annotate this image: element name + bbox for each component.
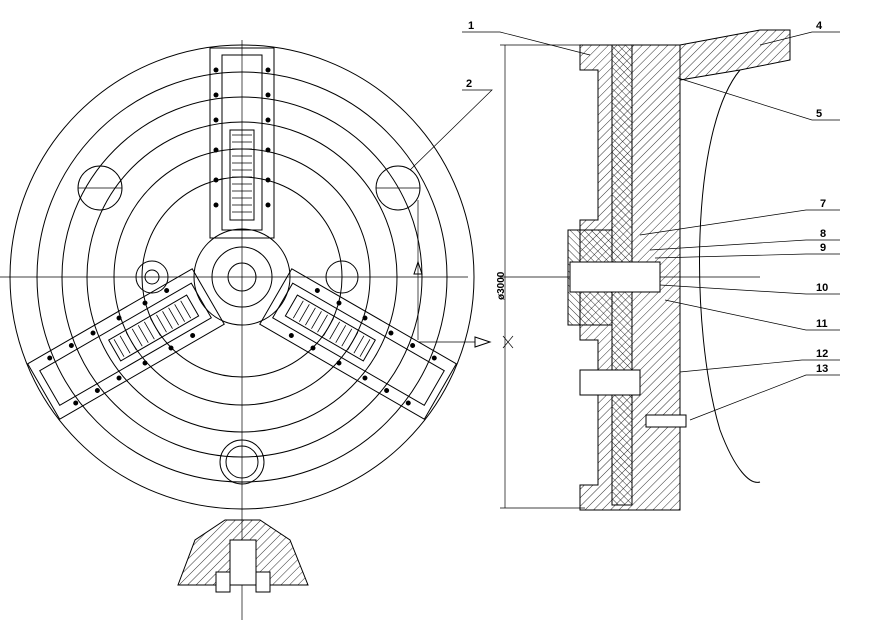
detail-section — [177, 519, 309, 593]
label-7: 7 — [820, 198, 826, 210]
flange — [679, 29, 791, 81]
concentric-circles — [9, 44, 475, 510]
label-13: 13 — [816, 363, 828, 375]
label-8: 8 — [820, 228, 826, 240]
part-labels: 1 2 4 5 7 8 9 10 11 12 13 — [409, 20, 840, 421]
dimension-label: ø3000 — [496, 271, 507, 300]
jaw-left — [27, 268, 225, 420]
label-11: 11 — [816, 318, 828, 330]
bolt-holes — [77, 165, 421, 485]
label-12: 12 — [816, 348, 828, 360]
label-5: 5 — [816, 108, 822, 120]
label-4: 4 — [816, 20, 823, 32]
label-10: 10 — [816, 282, 828, 294]
label-1: 1 — [468, 20, 474, 32]
jaw-top — [209, 47, 275, 239]
front-view — [0, 40, 514, 620]
label-9: 9 — [820, 242, 826, 254]
side-section-view: ø3000 — [496, 29, 791, 511]
jaw-right — [259, 268, 457, 420]
label-2: 2 — [466, 78, 472, 90]
